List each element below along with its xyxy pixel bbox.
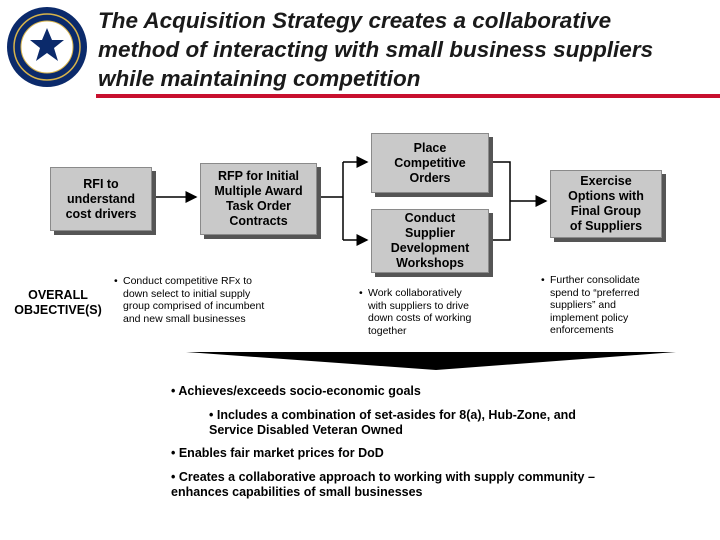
rfp-box: RFP for Initial Multiple Award Task Orde… [200,163,317,235]
workshops-note: • Work collaboratively with suppliers to… [359,287,509,337]
bullet-glyph: • [541,274,545,286]
title-line-2: method of interacting with small busines… [98,37,654,62]
funnel-arrow [186,352,676,370]
objective-item: • Achieves/exceeds socio-economic goals [171,384,421,398]
place-orders-box: Place Competitive Orders [371,133,489,193]
title-line-3: while maintaining competition [98,66,421,91]
connector-merge [489,161,511,241]
navy-seal-logo [7,7,87,87]
workshops-note-text: Work collaboratively with suppliers to d… [368,287,472,337]
place-orders-label: Place Competitive Orders [394,140,466,185]
rfp-note-text: Conduct competitive RFx to down select t… [123,275,265,325]
exercise-options-label: Exercise Options with Final Group of Sup… [568,174,644,233]
exercise-options-box: Exercise Options with Final Group of Sup… [550,170,662,238]
conduct-workshops-box: Conduct Supplier Development Workshops [371,209,489,273]
page-title: The Acquisition Strategy creates a colla… [98,6,713,93]
title-line-1: The Acquisition Strategy creates a colla… [98,8,612,33]
conduct-workshops-label: Conduct Supplier Development Workshops [390,211,470,270]
title-divider [96,94,720,98]
rfi-box: RFI to understand cost drivers [50,167,152,231]
overall-objectives-label: OVERALL OBJECTIVE(S) [14,288,102,317]
exercise-note-text: Further consolidate spend to “preferred … [550,274,640,336]
rfi-box-label: RFI to understand cost drivers [65,176,137,221]
objective-item: • Includes a combination of set-asides f… [209,408,576,437]
bullet-glyph: • [114,275,118,287]
rfp-box-label: RFP for Initial Multiple Award Task Orde… [214,169,303,228]
exercise-note: • Further consolidate spend to “preferre… [541,274,691,337]
rfp-note: • Conduct competitive RFx to down select… [114,275,314,325]
bullet-glyph: • [359,287,363,299]
objective-item: • Enables fair market prices for DoD [171,446,384,460]
objective-item: • Creates a collaborative approach to wo… [171,470,595,499]
